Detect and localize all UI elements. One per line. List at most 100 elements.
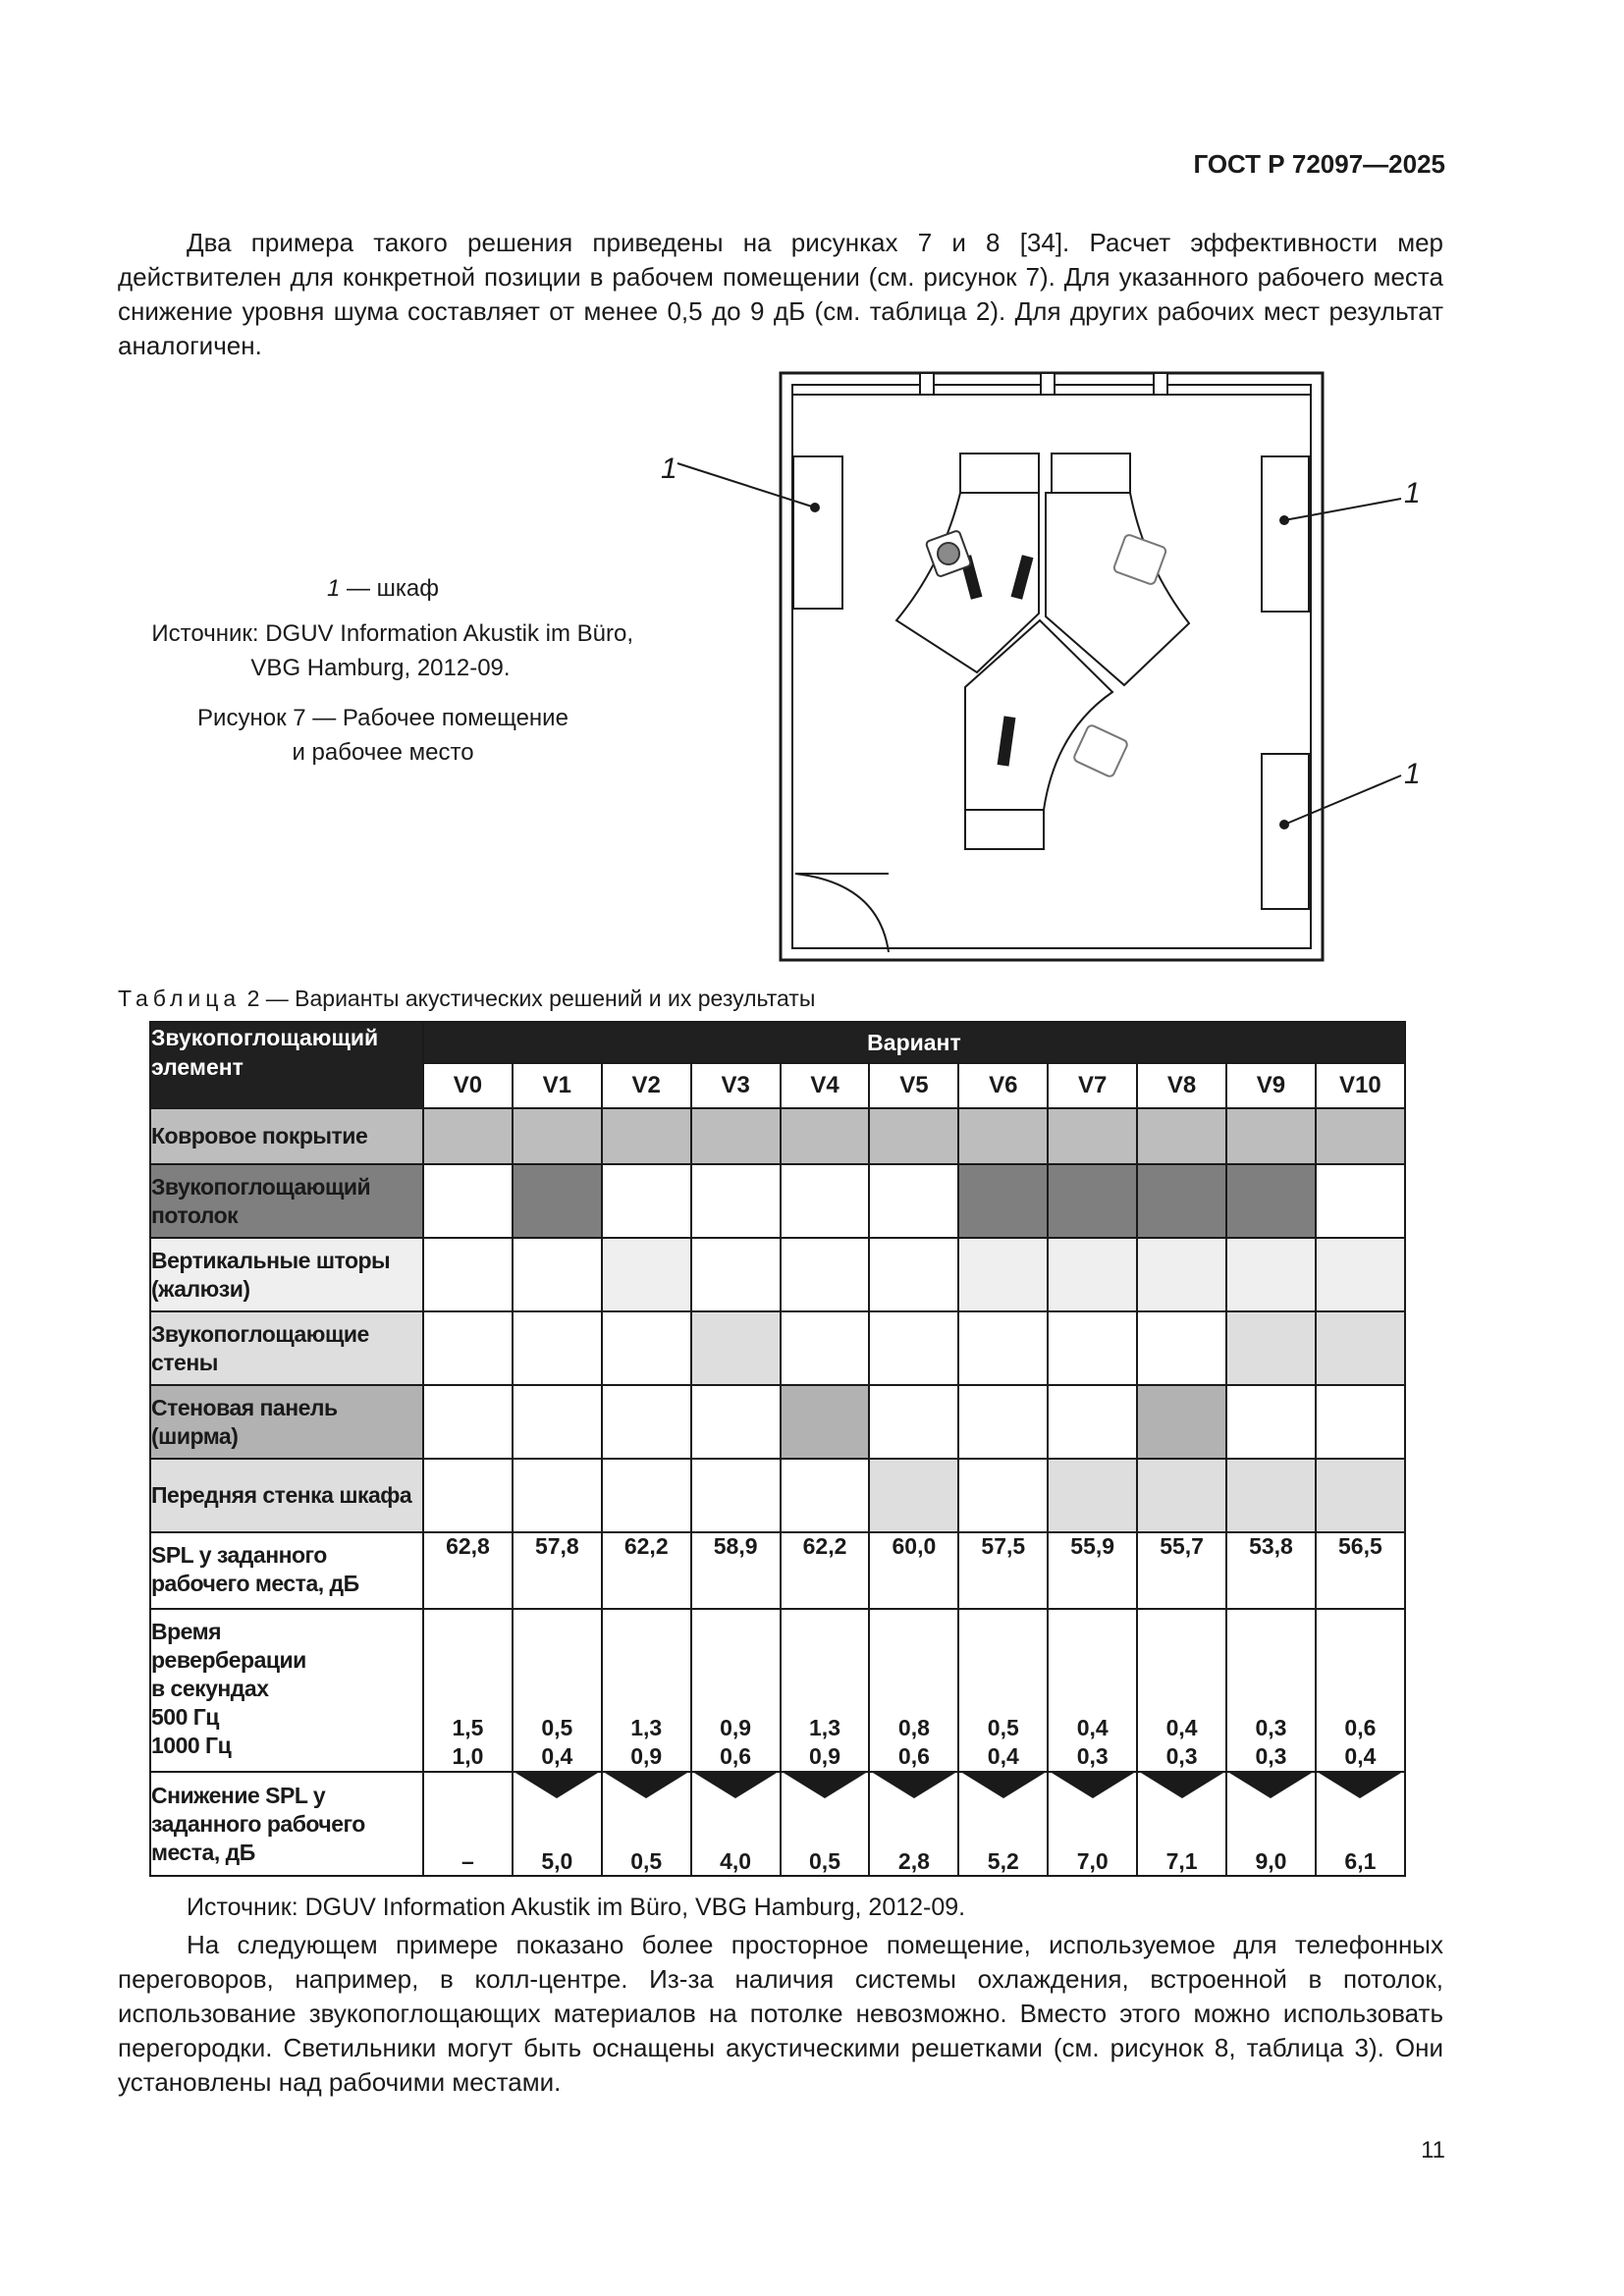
reduction-v8: 7,1 (1136, 1771, 1228, 1877)
reverberation-label: Время реверберации в секундах 500 Гц 100… (149, 1608, 424, 1773)
shading-cell-v4 (779, 1237, 871, 1312)
page-number: 11 (1421, 2137, 1445, 2163)
spl-v9: 53,8 (1225, 1531, 1317, 1610)
rt1000-v1: 0,4 (541, 1743, 573, 1769)
rt1000-v8: 0,3 (1165, 1743, 1198, 1769)
rt1000-v0: 1,0 (452, 1743, 484, 1769)
reduction-label: Снижение SPL у заданного рабочего места,… (149, 1771, 424, 1877)
shading-cell-v1 (511, 1310, 603, 1386)
shading-cell-v6 (957, 1310, 1050, 1386)
spl-v1: 57,8 (511, 1531, 603, 1610)
shading-cell-v10 (1314, 1237, 1406, 1312)
rt1000-v3: 0,6 (720, 1743, 752, 1769)
element-label: Стеновая панель (ширма) (149, 1384, 424, 1460)
reverberation-row: Время реверберации в секундах 500 Гц 100… (149, 1608, 1406, 1773)
shading-cell-v0 (422, 1237, 514, 1312)
shading-cell-v9 (1225, 1107, 1317, 1165)
shading-cell-v5 (868, 1458, 960, 1533)
shading-cell-v2 (600, 1458, 692, 1533)
shading-cell-v5 (868, 1310, 960, 1386)
rt500-v5: 0,8 (897, 1715, 930, 1740)
shading-cell-v1 (511, 1163, 603, 1239)
rt500-v9: 0,3 (1255, 1715, 1287, 1740)
shading-cell-v9 (1225, 1310, 1317, 1386)
shading-cell-v8 (1136, 1384, 1228, 1460)
acoustic-solutions-table: Звукопоглощающий элемент Вариант V0 V1 V… (149, 1021, 1406, 1877)
variant-v9: V9 (1225, 1062, 1317, 1109)
variant-codes-row: V0 V1 V2 V3 V4 V5 V6 V7 V8 V9 V10 (150, 1062, 1406, 1109)
shading-cell-v3 (689, 1107, 782, 1165)
shading-cell-v7 (1047, 1163, 1139, 1239)
shading-cell-v3 (689, 1310, 782, 1386)
rt-label-line1: Время (151, 1619, 222, 1644)
legend-number: 1 (326, 575, 341, 602)
shading-cell-v0 (422, 1163, 514, 1239)
reduction-value-v6: 5,2 (987, 1848, 1019, 1874)
shading-cell-v10 (1314, 1384, 1406, 1460)
variant-v5: V5 (868, 1062, 960, 1109)
shading-cell-v8 (1136, 1458, 1228, 1533)
element-label: Вертикальные шторы (жалюзи) (149, 1237, 424, 1312)
spl-v7: 55,9 (1047, 1531, 1139, 1610)
rt1000-v4: 0,9 (809, 1743, 840, 1769)
shading-cell-v2 (600, 1163, 692, 1239)
reduction-v0: – (422, 1771, 514, 1877)
rt500-v4: 1,3 (809, 1715, 840, 1740)
shading-cell-v7 (1047, 1458, 1139, 1533)
cabinet-right-bottom (1261, 753, 1310, 910)
shading-cell-v8 (1136, 1163, 1228, 1239)
rt-label-line4: 500 Гц (151, 1704, 219, 1730)
corner-header: Звукопоглощающий элемент (149, 1021, 424, 1109)
shading-cell-v3 (689, 1237, 782, 1312)
shading-cell-v9 (1225, 1237, 1317, 1312)
variant-v4: V4 (779, 1062, 871, 1109)
shading-cell-v5 (868, 1384, 960, 1460)
shading-cell-v2 (600, 1384, 692, 1460)
variant-v6: V6 (957, 1062, 1050, 1109)
spl-v10: 56,5 (1314, 1531, 1406, 1610)
rt1000-v10: 0,4 (1344, 1743, 1377, 1769)
figure-caption: Рисунок 7 — Рабочее помещение и рабочее … (128, 701, 638, 770)
callout-1-right-top: 1 (1404, 477, 1421, 509)
callout-1-right-bottom: 1 (1404, 758, 1421, 790)
reduction-value-v9: 9,0 (1255, 1848, 1287, 1874)
shading-cell-v2 (600, 1237, 692, 1312)
shading-cell-v0 (422, 1458, 514, 1533)
spl-label: SPL у заданного рабочего места, дБ (149, 1531, 424, 1610)
shading-cell-v1 (511, 1107, 603, 1165)
element-row: Передняя стенка шкафа (149, 1458, 1406, 1533)
shading-cell-v4 (779, 1384, 871, 1460)
shading-cell-v10 (1314, 1310, 1406, 1386)
rt-label-line5: 1000 Гц (151, 1733, 232, 1758)
rt1000-v2: 0,9 (630, 1743, 663, 1769)
shading-cell-v5 (868, 1237, 960, 1312)
rt500-v8: 0,4 (1165, 1715, 1198, 1740)
floor-plan-drawing: 1 1 1 (661, 371, 1421, 962)
shading-cell-v7 (1047, 1107, 1139, 1165)
shading-cell-v6 (957, 1163, 1050, 1239)
figure-caption-line2: и рабочее место (292, 739, 474, 766)
shading-cell-v4 (779, 1458, 871, 1533)
rt500-v0: 1,5 (452, 1715, 484, 1740)
reduction-arrow-icon (694, 1773, 778, 1798)
reduction-arrow-icon (1229, 1773, 1313, 1798)
variant-v8: V8 (1136, 1062, 1228, 1109)
shading-cell-v4 (779, 1163, 871, 1239)
reduction-arrow-icon (784, 1773, 866, 1798)
spl-v4: 62,2 (779, 1531, 871, 1610)
rt500-v2: 1,3 (630, 1715, 663, 1740)
reduction-arrow-icon (1051, 1773, 1134, 1798)
shading-cell-v0 (422, 1384, 514, 1460)
shading-cell-v4 (779, 1107, 871, 1165)
reduction-value-v3: 4,0 (720, 1848, 752, 1874)
shading-cell-v6 (957, 1107, 1050, 1165)
variant-v0: V0 (422, 1062, 514, 1109)
spl-v0: 62,8 (422, 1531, 514, 1610)
reduction-value-v7: 7,0 (1076, 1848, 1109, 1874)
reduction-v3: 4,0 (689, 1771, 782, 1877)
